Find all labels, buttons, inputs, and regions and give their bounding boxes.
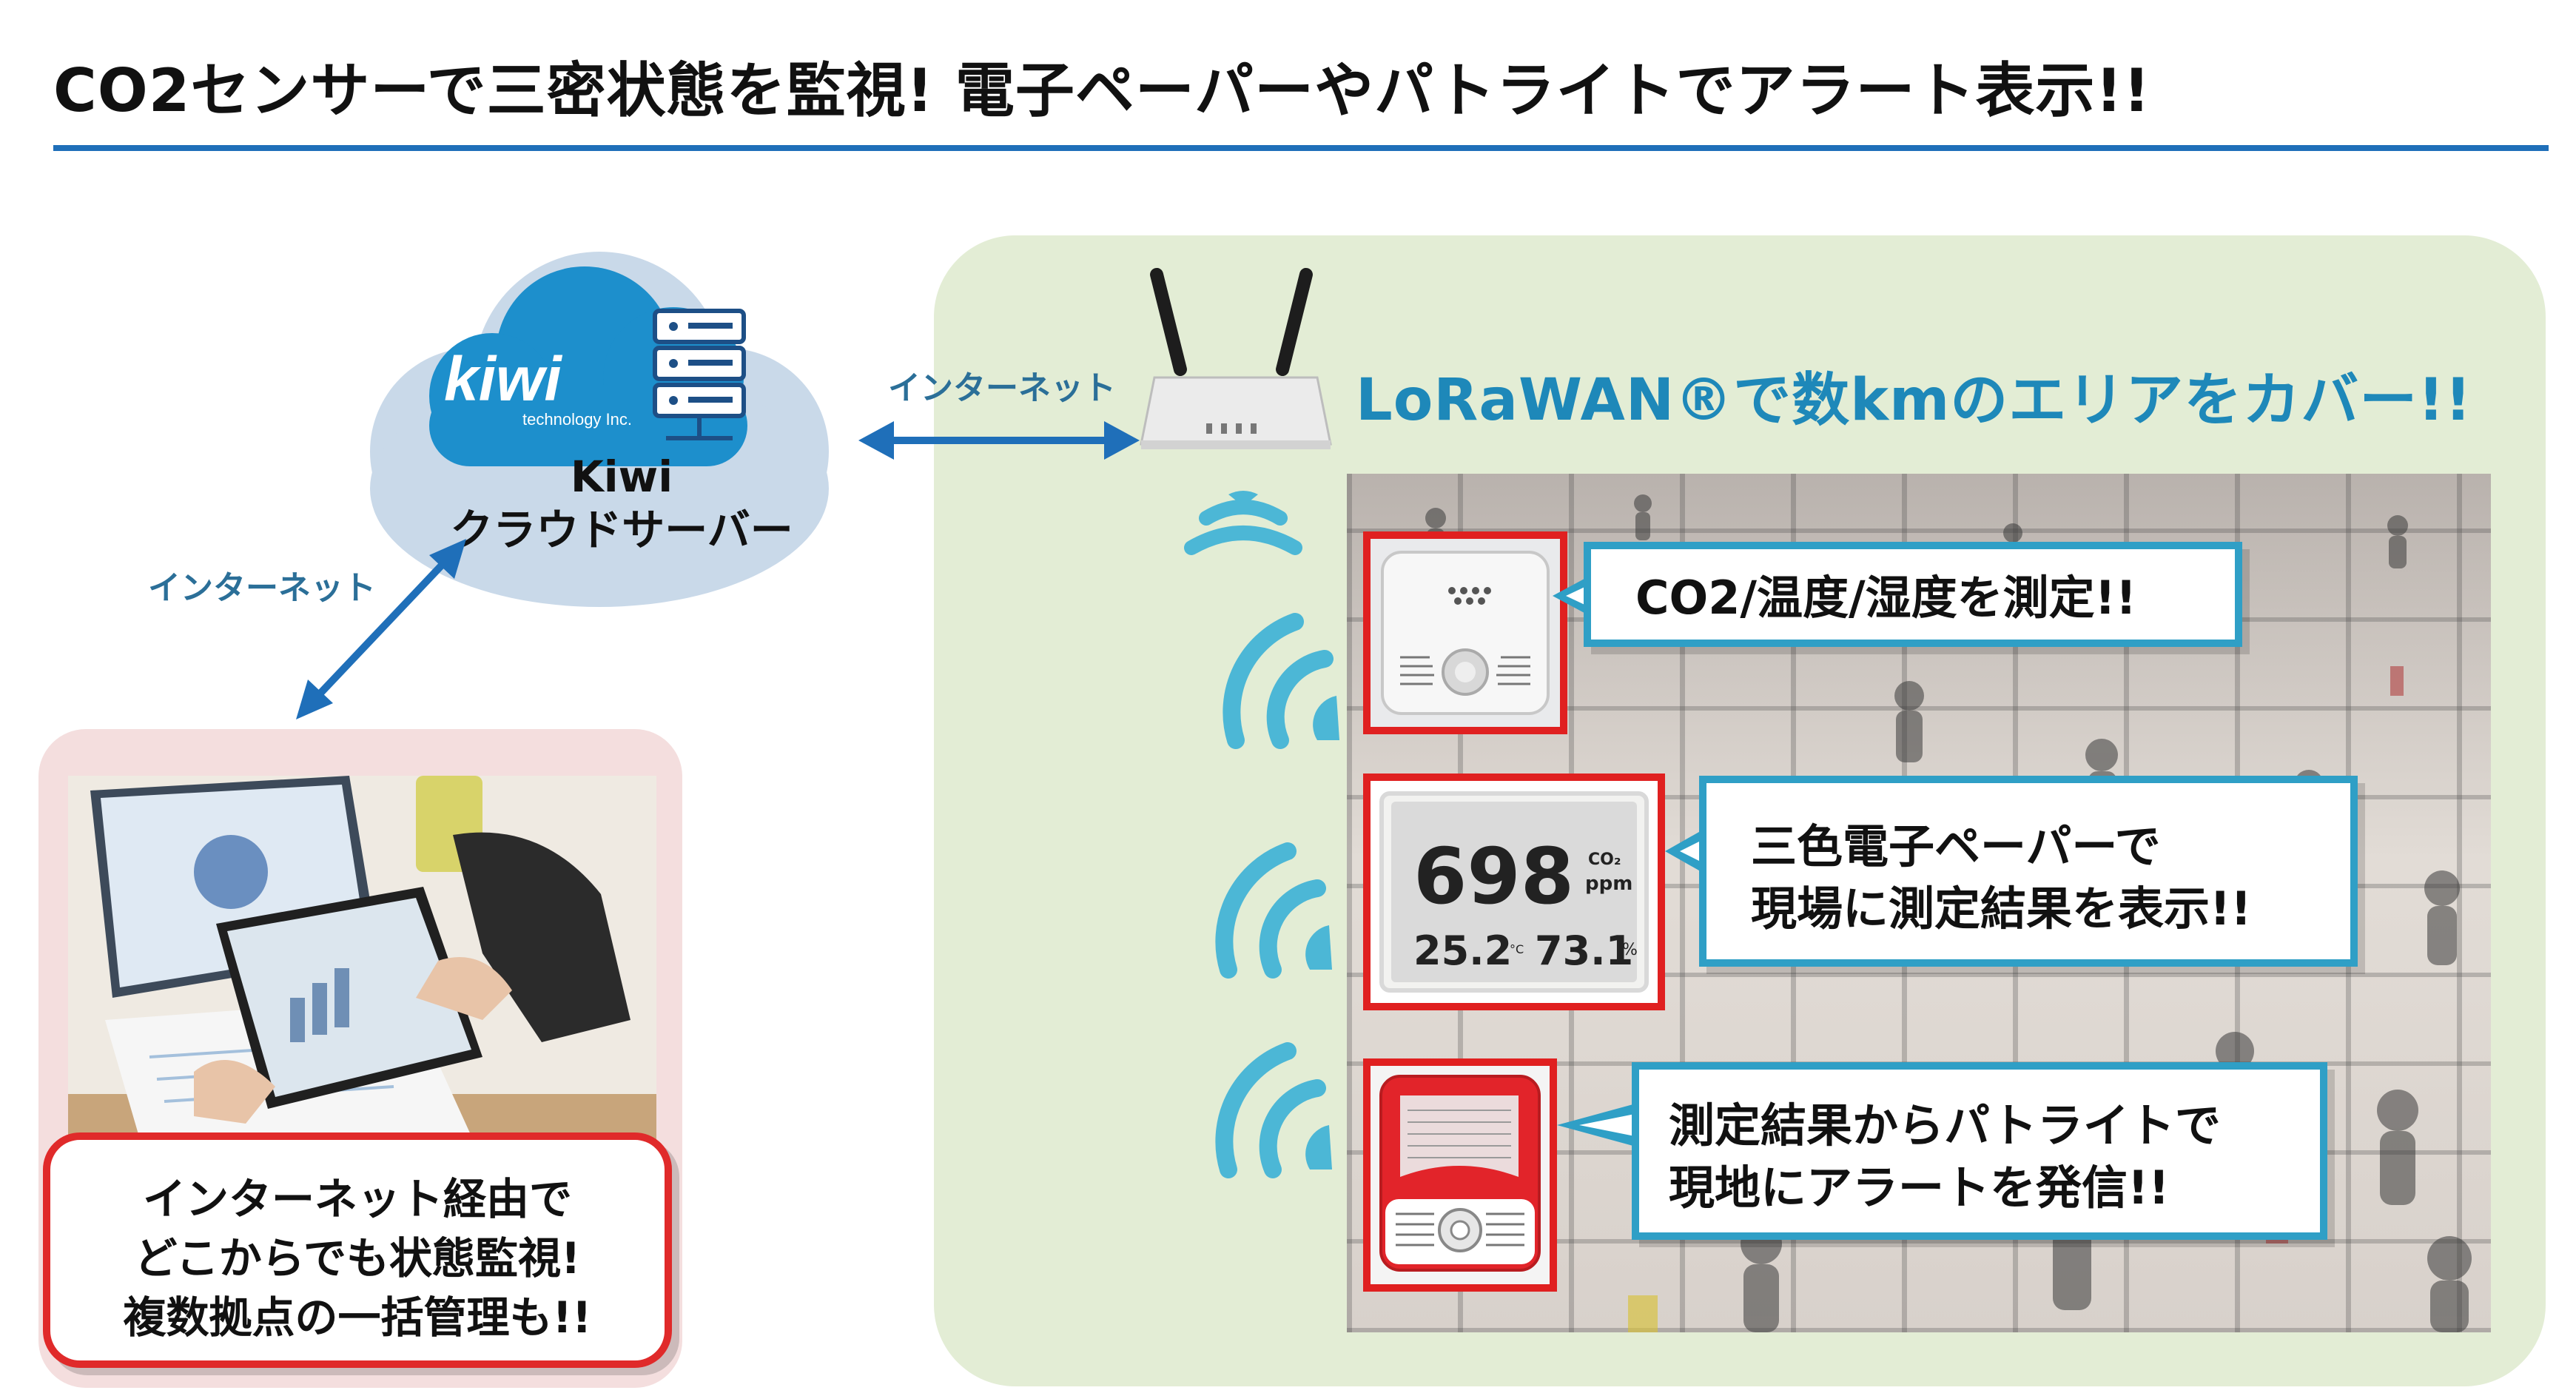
page-title: CO2センサーで三密状態を監視! 電子ペーパーやパトライトでアラート表示!! <box>53 56 2151 125</box>
wifi-signal-icon <box>1184 491 1302 555</box>
patlite-photo <box>1363 1058 1557 1292</box>
epaper-temperature: 25.2 <box>1413 927 1513 974</box>
kiwi-logo: kiwi technology Inc. <box>444 348 636 429</box>
co2-sensor-icon <box>1371 539 1560 727</box>
co2-sensor-photo <box>1363 531 1567 734</box>
epaper-co2-unit: CO₂ <box>1588 850 1621 869</box>
patlite-icon <box>1371 1066 1550 1284</box>
remote-monitoring-line1: インターネット経由で <box>142 1174 572 1224</box>
epaper-display-photo: 698 CO₂ ppm 25.2 °C 73.1 % <box>1363 773 1665 1010</box>
callout-patlite-line1: 測定結果からパトライトで <box>1669 1098 2221 1152</box>
double-arrow-icon <box>296 539 466 719</box>
callout-patlite-line2: 現地にアラートを発信!! <box>1669 1161 2170 1215</box>
wifi-signal-icon <box>1223 613 1339 749</box>
epaper-humidity-unit: % <box>1622 941 1638 959</box>
internet-label-top: インターネット <box>888 369 1116 407</box>
epaper-temperature-unit: °C <box>1510 942 1524 956</box>
callout-measure-line1: CO2/温度/湿度を測定!! <box>1635 571 2137 625</box>
kiwi-logo-sub: technology Inc. <box>522 410 632 429</box>
epaper-panel: 698 CO₂ ppm 25.2 °C 73.1 % <box>1391 802 1638 982</box>
server-name-line1: Kiwi <box>570 452 673 502</box>
cloud-icon <box>370 252 829 607</box>
cloud-server-label: Kiwi クラウドサーバー <box>414 450 829 557</box>
callout-pointer <box>1557 1103 1638 1147</box>
wifi-signal-icon <box>1215 1042 1332 1178</box>
internet-label-left: インターネット <box>148 569 376 607</box>
remote-monitoring-line2: どこからでも状態監視! <box>134 1233 581 1283</box>
epaper-screen: 698 CO₂ ppm 25.2 °C 73.1 % <box>1379 791 1649 993</box>
server-name-line2: クラウドサーバー <box>450 505 793 555</box>
gateway-icon <box>1140 267 1332 449</box>
server-icon <box>653 309 746 440</box>
remote-monitoring-callout: インターネット経由で どこからでも状態監視! 複数拠点の一括管理も!! <box>43 1132 672 1368</box>
epaper-ppm-unit: ppm <box>1585 873 1633 895</box>
double-arrow-icon <box>858 421 1140 460</box>
lorawan-coverage-label: LoRaWAN®で数kmのエリアをカバー!! <box>1356 367 2472 434</box>
kiwi-logo-word: kiwi <box>444 344 562 414</box>
callout-epaper: 三色電子ペーパーで 現場に測定結果を表示!! <box>1699 776 2358 967</box>
epaper-co2-value: 698 <box>1413 831 1575 922</box>
wifi-signal-icon <box>1215 842 1332 979</box>
callout-patlite: 測定結果からパトライトで 現地にアラートを発信!! <box>1632 1062 2327 1240</box>
callout-epaper-line2: 現場に測定結果を表示!! <box>1751 882 2252 936</box>
epaper-humidity: 73.1 <box>1535 927 1634 974</box>
title-divider <box>53 145 2549 151</box>
remote-monitoring-line3: 複数拠点の一括管理も!! <box>123 1292 592 1343</box>
callout-epaper-line1: 三色電子ペーパーで <box>1751 819 2161 873</box>
callout-measure: CO2/温度/湿度を測定!! <box>1584 542 2242 647</box>
